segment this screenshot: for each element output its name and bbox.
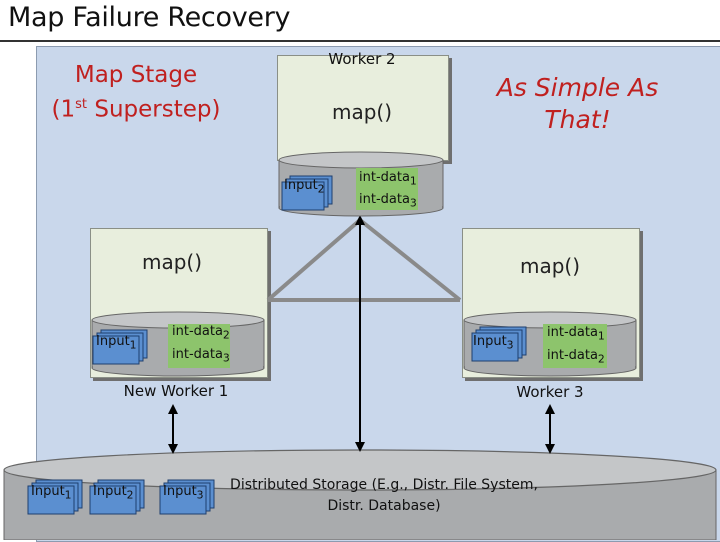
new-worker-1-int-data-a: int-data2 xyxy=(172,324,230,342)
new-worker-1-map-label: map() xyxy=(141,250,203,274)
connector-triangle xyxy=(266,218,462,302)
input-1-doc-stack-worker xyxy=(92,329,148,365)
input-1-doc-stack-storage xyxy=(27,479,83,515)
storage-input-1-label: Input1 xyxy=(31,484,72,502)
worker-2-map-label: map() xyxy=(331,100,393,124)
worker-3-input-label: Input3 xyxy=(473,334,514,352)
worker-2-int-data-b: int-data3 xyxy=(359,192,417,210)
storage-line-1: Distributed Storage (E.g., Distr. File S… xyxy=(230,477,538,493)
distributed-storage-label: Distributed Storage (E.g., Distr. File S… xyxy=(216,475,552,517)
worker-3-int-data-a: int-data1 xyxy=(547,325,605,343)
tagline-line-1: As Simple As xyxy=(496,73,659,102)
worker-2-int-data-a: int-data1 xyxy=(359,170,417,188)
input-3-doc-stack-worker xyxy=(471,326,527,362)
worker-3-int-data-b: int-data2 xyxy=(547,348,605,366)
map-stage-line-2: (1st Superstep) xyxy=(51,96,221,123)
input-2-doc-stack-storage xyxy=(89,479,145,515)
map-stage-heading: Map Stage (1st Superstep) xyxy=(36,60,236,125)
new-worker-1-input-label: Input1 xyxy=(96,334,137,352)
new-worker-1-name: New Worker 1 xyxy=(123,382,229,400)
worker-3-name: Worker 3 xyxy=(516,383,584,401)
worker-2-name: Worker 2 xyxy=(328,50,396,68)
tagline-line-2: That! xyxy=(544,105,611,134)
storage-input-2-label: Input2 xyxy=(93,484,134,502)
slide-title: Map Failure Recovery xyxy=(8,2,291,33)
storage-input-3-label: Input3 xyxy=(163,484,204,502)
input-2-doc-stack-worker xyxy=(281,175,333,211)
input-3-doc-stack-storage xyxy=(159,479,215,515)
worker-3-map-label: map() xyxy=(519,254,581,278)
storage-line-2: Distr. Database) xyxy=(327,498,441,514)
simple-tagline: As Simple As That! xyxy=(470,72,685,136)
map-stage-line-1: Map Stage xyxy=(74,62,198,88)
worker-2-input-label: Input2 xyxy=(284,178,325,196)
new-worker-1-int-data-b: int-data3 xyxy=(172,347,230,365)
title-underline xyxy=(0,40,720,42)
